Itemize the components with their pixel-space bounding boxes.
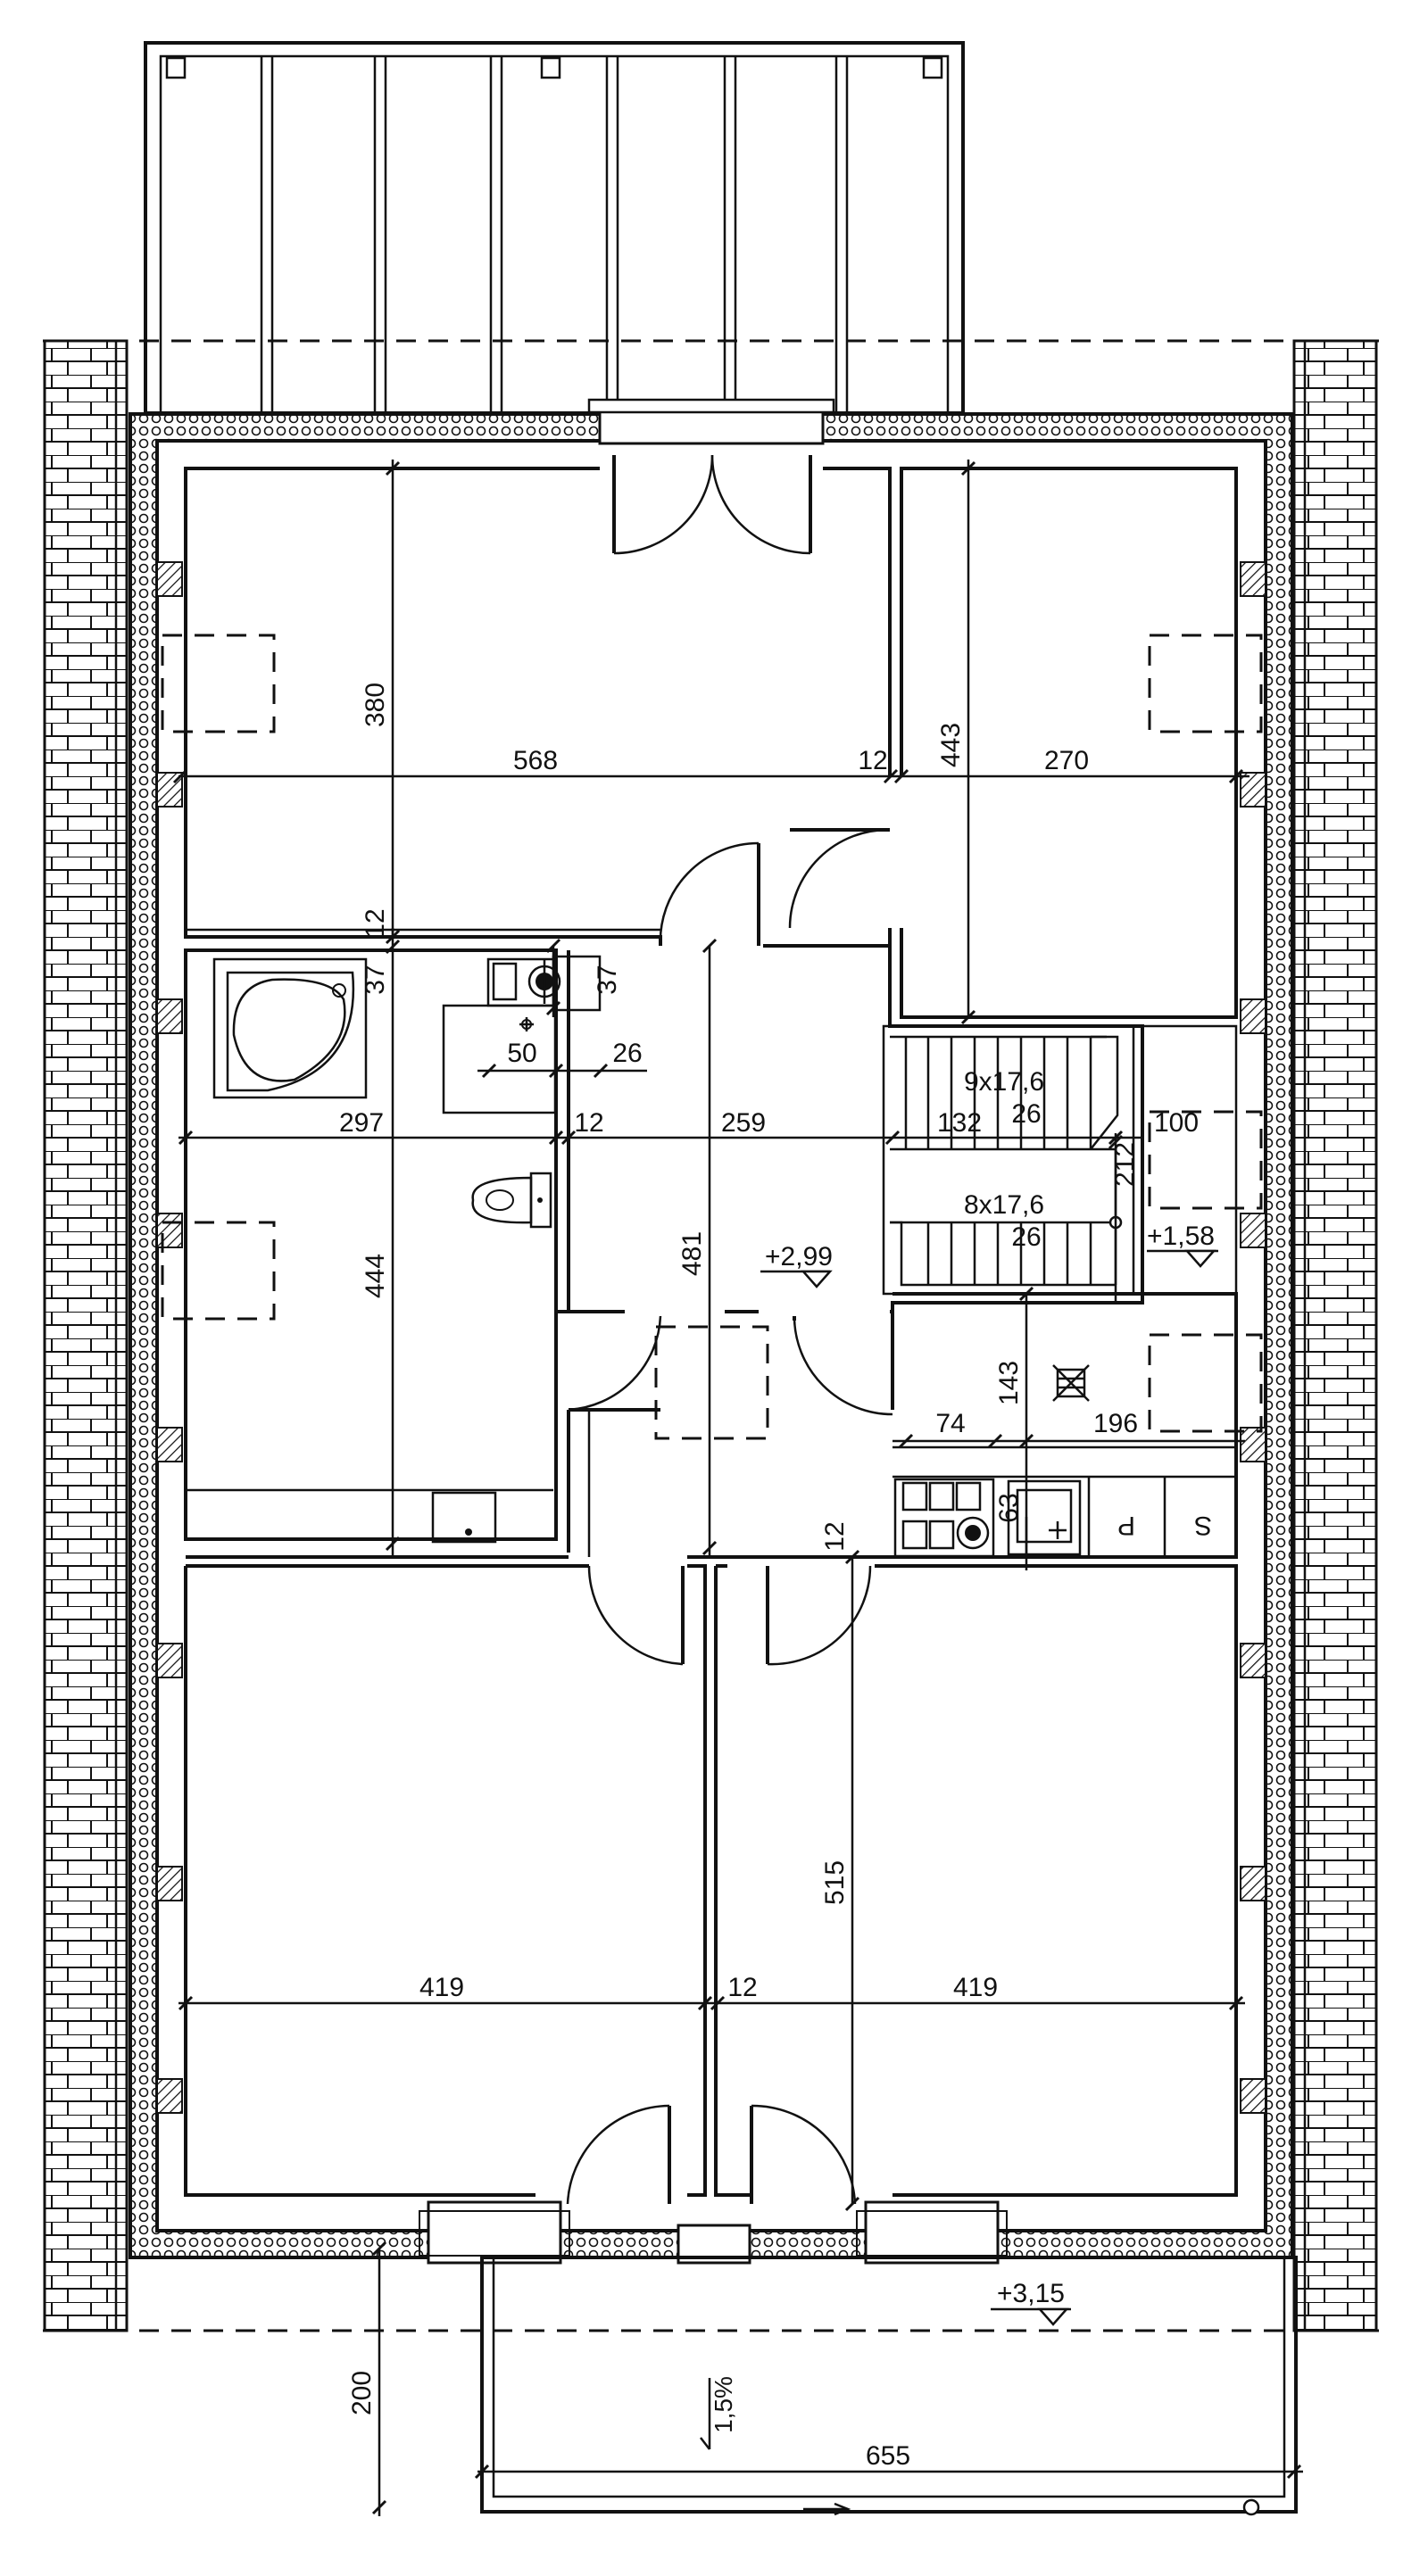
external-walls: [129, 412, 1294, 2259]
dim-37-b: 37: [593, 965, 622, 994]
stair-lower-count: 8x17,6: [964, 1190, 1044, 1220]
slope-label: 1,5%: [710, 2376, 737, 2433]
dim-444: 444: [361, 1254, 390, 1298]
level-balcony: +3,15: [997, 2279, 1065, 2308]
level-markers: +2,99 +1,58 +3,15: [760, 1222, 1218, 2326]
dim-12-a: 12: [858, 746, 887, 775]
kitchen-fixtures: [892, 1364, 1236, 1558]
dimension-labels: 568 12 443 270 380 12 37 37 50 26 297 12…: [339, 683, 1199, 2471]
openings: [419, 398, 1008, 2265]
stair-upper-count: 9x17,6: [964, 1067, 1044, 1097]
dim-200: 200: [347, 2371, 377, 2415]
dim-568: 568: [513, 746, 558, 775]
balcony: [480, 2256, 1298, 2516]
dim-481: 481: [677, 1231, 707, 1276]
shower-tray: [442, 1004, 557, 1114]
fridge-label: P: [1117, 1511, 1135, 1540]
dim-259: 259: [721, 1108, 766, 1138]
level-hall: +2,99: [765, 1242, 833, 1271]
stair-labels: 9x17,6 26 8x17,6 26: [964, 1067, 1044, 1252]
dim-270: 270: [1044, 746, 1089, 775]
dimension-ticks: [172, 460, 1302, 2515]
washbasin: [431, 1491, 497, 1544]
dim-12-b: 12: [361, 908, 390, 938]
bathroom-fixtures: [212, 955, 602, 1544]
freezer-label: S: [1194, 1511, 1212, 1540]
left-brick-wall: [43, 339, 129, 2332]
wall-hatches: [156, 561, 1266, 2114]
stair-lower-tread: 26: [1011, 1222, 1041, 1252]
interior-walls: [184, 467, 1238, 2197]
right-brick-wall: [1292, 339, 1378, 2332]
dim-212: 212: [1110, 1142, 1140, 1187]
dimension-lines: [178, 460, 1303, 2516]
stair-upper-tread: 26: [1011, 1099, 1041, 1129]
slope-indicator: 1,5%: [700, 2376, 737, 2450]
dim-443: 443: [936, 723, 966, 767]
roof-outline: [43, 339, 1379, 2332]
roof-windows: [161, 634, 1263, 1440]
corner-bathtub: [226, 971, 355, 1092]
dim-196: 196: [1093, 1409, 1138, 1438]
dim-100: 100: [1154, 1108, 1199, 1138]
dim-12-c: 12: [574, 1108, 603, 1138]
dim-26-a: 26: [612, 1039, 642, 1068]
doors: [566, 454, 893, 2205]
dim-655: 655: [866, 2441, 910, 2471]
dim-297: 297: [339, 1108, 384, 1138]
dim-380: 380: [361, 683, 390, 727]
dim-63: 63: [994, 1493, 1024, 1522]
level-landing: +1,58: [1147, 1222, 1215, 1251]
dim-419-a: 419: [419, 1973, 464, 2002]
dim-515: 515: [820, 1860, 850, 1905]
dim-143: 143: [994, 1361, 1024, 1405]
dim-419-b: 419: [953, 1973, 998, 2002]
dim-50: 50: [507, 1039, 536, 1068]
washing-machine: [486, 957, 557, 1007]
ceiling-fan-icon: [1052, 1364, 1090, 1402]
dim-74: 74: [935, 1409, 965, 1438]
dim-12-e: 12: [727, 1973, 757, 2002]
dim-132: 132: [937, 1108, 982, 1138]
toilet: [471, 1172, 552, 1229]
dim-37-a: 37: [361, 965, 390, 994]
kitchen-sink: [1007, 1479, 1082, 1556]
dim-12-d: 12: [820, 1521, 850, 1551]
pergola: [144, 41, 965, 415]
appliance-labels: P S: [1117, 1511, 1212, 1540]
